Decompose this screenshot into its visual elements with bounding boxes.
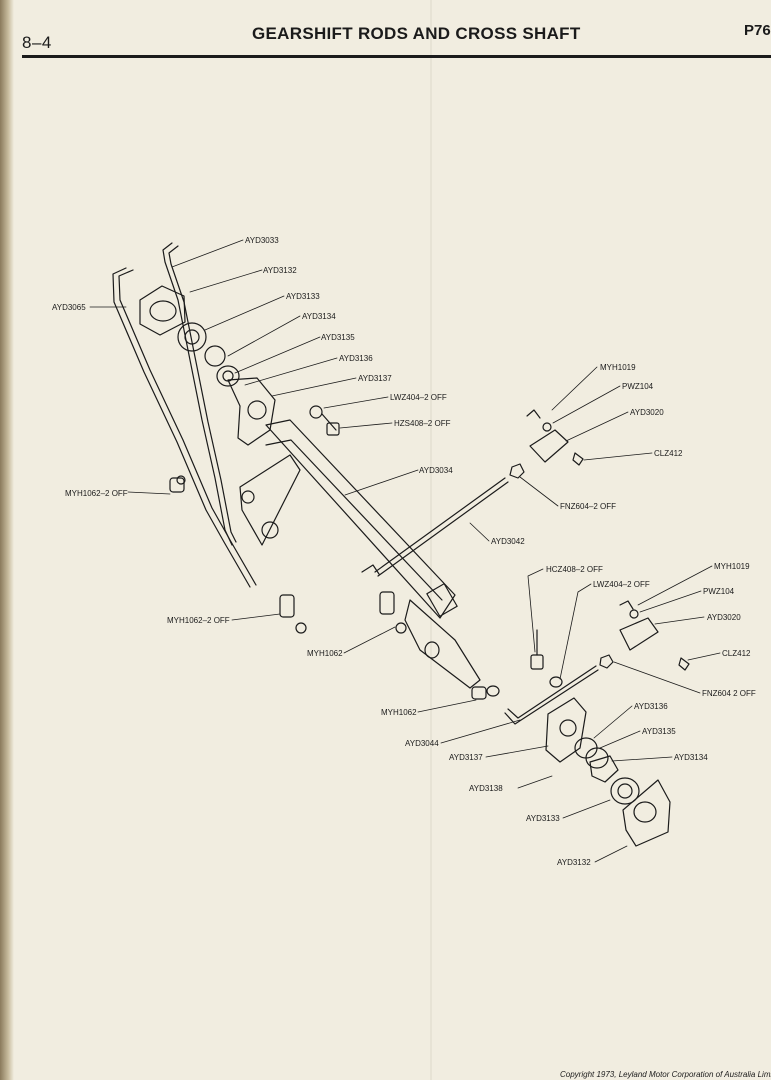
bolt-hcz408 bbox=[530, 629, 563, 688]
label-ayd3033: AYD3033 bbox=[245, 236, 279, 245]
label-ayd3065: AYD3065 bbox=[52, 303, 86, 312]
header-rule bbox=[22, 55, 771, 58]
label-ayd3138: AYD3138 bbox=[469, 784, 503, 793]
ball-joint-myh1062-lower bbox=[471, 685, 500, 700]
page-fold bbox=[430, 0, 432, 1080]
label-myh1062-a: MYH1062 bbox=[307, 649, 343, 658]
rod-ayd3044 bbox=[504, 665, 599, 725]
nut-fnz604-top bbox=[509, 463, 525, 479]
label-clz412-bottom: CLZ412 bbox=[722, 649, 751, 658]
part-labels: AYD3033 AYD3132 AYD3065 AYD3133 AYD3134 … bbox=[52, 236, 756, 867]
label-pwz104-bottom: PWZ104 bbox=[703, 587, 735, 596]
nut-fnz604-bottom bbox=[599, 654, 614, 669]
label-fnz604-bottom: FNZ604 2 OFF bbox=[702, 689, 756, 698]
upper-flange-stack bbox=[139, 285, 276, 446]
copyright-notice: Copyright 1973, Leyland Motor Corporatio… bbox=[560, 1070, 771, 1079]
ball-joint-myh1062-mid bbox=[279, 594, 307, 634]
label-myh1062-b: MYH1062 bbox=[381, 708, 417, 717]
lower-flange-stack bbox=[545, 697, 671, 847]
label-hcz408: HCZ408–2 OFF bbox=[546, 565, 603, 574]
label-ayd3136-bottom: AYD3136 bbox=[634, 702, 668, 711]
label-ayd3042: AYD3042 bbox=[491, 537, 525, 546]
label-ayd3034: AYD3034 bbox=[419, 466, 453, 475]
label-lwz404-bottom: LWZ404–2 OFF bbox=[593, 580, 650, 589]
label-ayd3134-bottom: AYD3134 bbox=[674, 753, 708, 762]
label-hzs408: HZS408–2 OFF bbox=[394, 419, 451, 428]
ball-joint-myh1062-center bbox=[379, 591, 407, 634]
label-ayd3137-bottom: AYD3137 bbox=[449, 753, 483, 762]
label-ayd3044: AYD3044 bbox=[405, 739, 439, 748]
cross-shaft-ayd3034 bbox=[239, 419, 481, 689]
clevis-ayd3020-bottom bbox=[619, 600, 690, 671]
label-ayd3020-bottom: AYD3020 bbox=[707, 613, 741, 622]
label-ayd3135-bottom: AYD3135 bbox=[642, 727, 676, 736]
bolt-hzs408 bbox=[309, 405, 340, 436]
label-myh1062-2off-a: MYH1062–2 OFF bbox=[65, 489, 128, 498]
page-title: GEARSHIFT RODS AND CROSS SHAFT bbox=[252, 24, 581, 43]
label-ayd3133-bottom: AYD3133 bbox=[526, 814, 560, 823]
label-myh1019-top: MYH1019 bbox=[600, 363, 636, 372]
page-binding-edge bbox=[0, 0, 14, 1080]
label-ayd3135-top: AYD3135 bbox=[321, 333, 355, 342]
clevis-ayd3020-top bbox=[526, 409, 584, 466]
label-fnz604-top: FNZ604–2 OFF bbox=[560, 502, 616, 511]
label-ayd3133-top: AYD3133 bbox=[286, 292, 320, 301]
label-myh1062-2off-b: MYH1062–2 OFF bbox=[167, 616, 230, 625]
gearshift-rod-ayd3033 bbox=[162, 242, 237, 546]
label-ayd3134-top: AYD3134 bbox=[302, 312, 336, 321]
leader-lines bbox=[89, 239, 721, 863]
ball-joint-myh1062-upper-left bbox=[169, 475, 186, 493]
label-myh1019-bottom: MYH1019 bbox=[714, 562, 750, 571]
label-ayd3136-top: AYD3136 bbox=[339, 354, 373, 363]
section-number: 8–4 bbox=[22, 33, 52, 52]
label-pwz104-top: PWZ104 bbox=[622, 382, 654, 391]
label-clz412-top: CLZ412 bbox=[654, 449, 683, 458]
label-ayd3132-top: AYD3132 bbox=[263, 266, 297, 275]
rod-ayd3042 bbox=[361, 477, 509, 577]
label-ayd3020-top: AYD3020 bbox=[630, 408, 664, 417]
label-lwz404-top: LWZ404–2 OFF bbox=[390, 393, 447, 402]
label-ayd3137-top: AYD3137 bbox=[358, 374, 392, 383]
label-ayd3132-bottom: AYD3132 bbox=[557, 858, 591, 867]
page-code: P76 bbox=[744, 22, 771, 39]
